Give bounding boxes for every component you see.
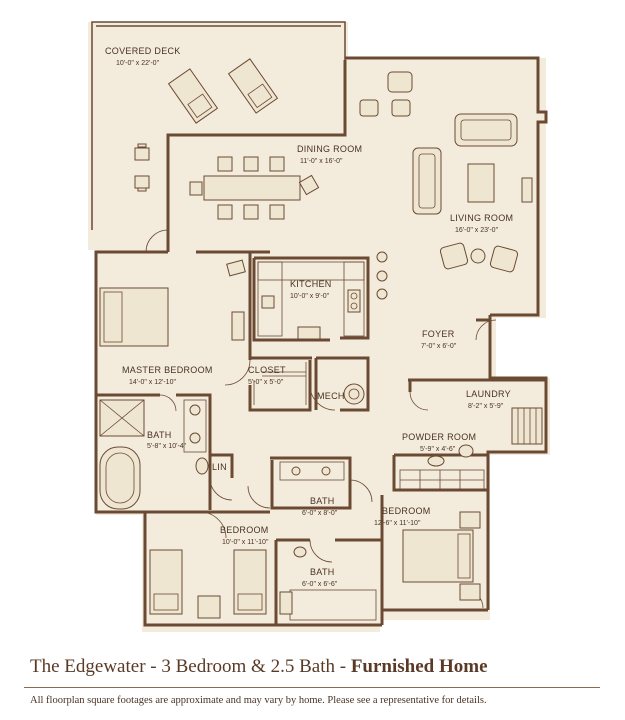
plan-title-emphasis: Furnished Home xyxy=(350,656,488,677)
room-name-master-bedroom: MASTER BEDROOM xyxy=(122,365,213,375)
room-name-dining-room: DINING ROOM xyxy=(297,144,362,154)
room-dims-laundry: 8'-2" x 5'-9" xyxy=(468,403,504,410)
room-dims-kitchen: 10'-0" x 9'-0" xyxy=(290,293,330,300)
room-name-master-bath: BATH xyxy=(147,430,172,440)
room-name-bath-small: BATH xyxy=(310,567,335,577)
room-name-foyer: FOYER xyxy=(422,329,455,339)
room-name-mech: MECH xyxy=(317,391,345,401)
room-dims-bedroom-right: 12'-6" x 11'-10" xyxy=(374,520,421,527)
room-dims-master-bedroom: 14'-0" x 12'-10" xyxy=(129,379,176,386)
plan-title: The Edgewater - 3 Bedroom & 2.5 Bath - F… xyxy=(30,656,600,678)
room-name-powder-room: POWDER ROOM xyxy=(402,432,476,442)
deck-lounger-left xyxy=(167,68,219,124)
furniture xyxy=(99,58,543,621)
disclaimer-text: All floorplan square footages are approx… xyxy=(30,695,487,706)
room-name-covered-deck: COVERED DECK xyxy=(105,46,181,56)
room-dims-bath-small: 6'-0" x 6'-6" xyxy=(302,581,338,588)
room-name-bedroom-right: BEDROOM xyxy=(382,506,431,516)
room-dims-powder-room: 5'-9" x 4'-6" xyxy=(420,446,456,453)
room-dims-covered-deck: 10'-0" x 22'-0" xyxy=(116,60,160,67)
room-labels: COVERED DECK 10'-0" x 22'-0" DINING ROOM… xyxy=(105,46,513,588)
room-name-living-room: LIVING ROOM xyxy=(450,213,513,223)
room-dims-hall-bath: 6'-0" x 8'-0" xyxy=(302,510,338,517)
room-name-closet: CLOSET xyxy=(248,365,286,375)
room-name-bedroom-left: BEDROOM xyxy=(220,525,269,535)
room-dims-foyer: 7'-0" x 6'-0" xyxy=(421,343,457,350)
room-dims-dining-room: 11'-0" x 16'-0" xyxy=(300,158,343,165)
room-dims-closet: 5'-0" x 5'-0" xyxy=(248,379,284,386)
room-dims-bedroom-left: 10'-0" x 11'-10" xyxy=(222,539,269,546)
room-dims-master-bath: 5'-8" x 10'-4" xyxy=(147,443,187,450)
room-dims-living-room: 16'-0" x 23'-0" xyxy=(455,227,499,234)
floorplan: COVERED DECK 10'-0" x 22'-0" DINING ROOM… xyxy=(88,21,550,632)
room-name-kitchen: KITCHEN xyxy=(290,279,332,289)
room-name-laundry: LAUNDRY xyxy=(466,389,511,399)
plan-title-main: The Edgewater - 3 Bedroom & 2.5 Bath - xyxy=(30,656,351,677)
deck-lounger-right xyxy=(227,58,279,114)
divider-rule xyxy=(24,687,600,688)
room-name-hall-bath: BATH xyxy=(310,496,335,506)
room-name-lin: LIN xyxy=(212,462,227,472)
